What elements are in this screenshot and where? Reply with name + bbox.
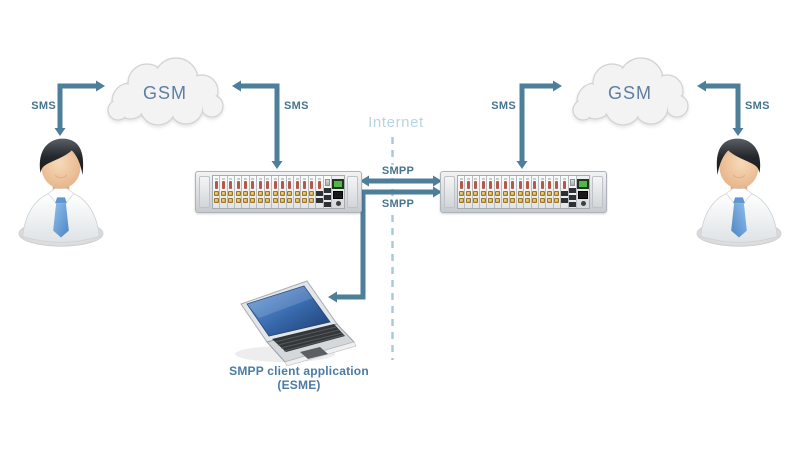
gsm-modem-card (220, 176, 228, 208)
mobile-user-right (694, 131, 784, 252)
gsm-modem-card (213, 176, 221, 208)
arrow-person-left-cloud-left (54, 80, 105, 136)
gsm-modem-card (257, 176, 265, 208)
smpp-client-laptop (233, 276, 359, 367)
smpp-label-upper: SMPP (370, 165, 426, 178)
gsm-label-left: GSM (142, 82, 187, 103)
gsm-modem-card (286, 176, 294, 208)
power-display-module (332, 176, 345, 208)
cloud-shape (107, 57, 224, 126)
gsm-modem-card (538, 176, 547, 208)
arrow-cloud-right-rack-right (516, 80, 562, 169)
sms-label-person-left: SMS (31, 100, 56, 112)
gsm-modem-card (531, 176, 539, 208)
sms-gateway-rack-right (440, 171, 607, 213)
power-display-module (577, 176, 590, 208)
gsm-label-right: GSM (607, 82, 652, 103)
rack-ear (347, 176, 358, 208)
arrow-cloud-right-person-right (697, 80, 744, 136)
gsm-modem-card (487, 176, 495, 208)
io-port-card (561, 176, 570, 208)
laptop-caption-line2: (ESME) (277, 378, 321, 392)
arrow-smpp-laptop-rack-right (328, 186, 442, 303)
sms-label-rack-left: SMS (284, 100, 309, 112)
rack-ear (199, 176, 210, 208)
gsm-modem-card (524, 176, 532, 208)
rack-ear (592, 176, 603, 208)
gsm-modem-card (264, 176, 272, 208)
io-port-card (324, 176, 333, 208)
io-port-card (316, 176, 325, 208)
sms-label-person-right: SMS (745, 100, 770, 112)
gsm-modem-card (279, 176, 287, 208)
gsm-modem-card (235, 176, 243, 208)
cloud-shape (572, 57, 689, 126)
gsm-modem-card (249, 176, 258, 208)
gsm-modem-card (516, 176, 525, 208)
sms-label-rack-right: SMS (491, 100, 516, 112)
gsm-modem-card (227, 176, 236, 208)
gsm-cloud-right: GSM (564, 53, 696, 131)
rack-ear (444, 176, 455, 208)
gsm-modem-card (301, 176, 309, 208)
gsm-modem-card (458, 176, 466, 208)
gsm-modem-card (502, 176, 510, 208)
gsm-modem-card (242, 176, 250, 208)
sms-gateway-rack-left (195, 171, 362, 213)
mobile-user-left (16, 131, 106, 252)
gsm-modem-card (293, 176, 302, 208)
gsm-modem-card (509, 176, 517, 208)
arrow-smpp-between-racks (360, 175, 442, 187)
laptop-caption-line1: SMPP client application (229, 364, 369, 378)
gsm-modem-card (271, 176, 280, 208)
smpp-label-lower: SMPP (370, 198, 426, 211)
gsm-cloud-left: GSM (100, 53, 230, 131)
rack-module-slots (212, 175, 345, 209)
laptop-caption: SMPP client application (ESME) (224, 364, 374, 392)
io-port-card (569, 176, 578, 208)
gsm-modem-card (553, 176, 562, 208)
gsm-modem-card (308, 176, 317, 208)
gsm-modem-card (472, 176, 481, 208)
rack-module-slots (457, 175, 590, 209)
gsm-modem-card (480, 176, 488, 208)
gsm-modem-card (494, 176, 503, 208)
gsm-modem-card (546, 176, 554, 208)
internet-label: Internet (368, 114, 424, 131)
arrow-cloud-left-rack-left (232, 80, 283, 169)
gsm-modem-card (465, 176, 473, 208)
